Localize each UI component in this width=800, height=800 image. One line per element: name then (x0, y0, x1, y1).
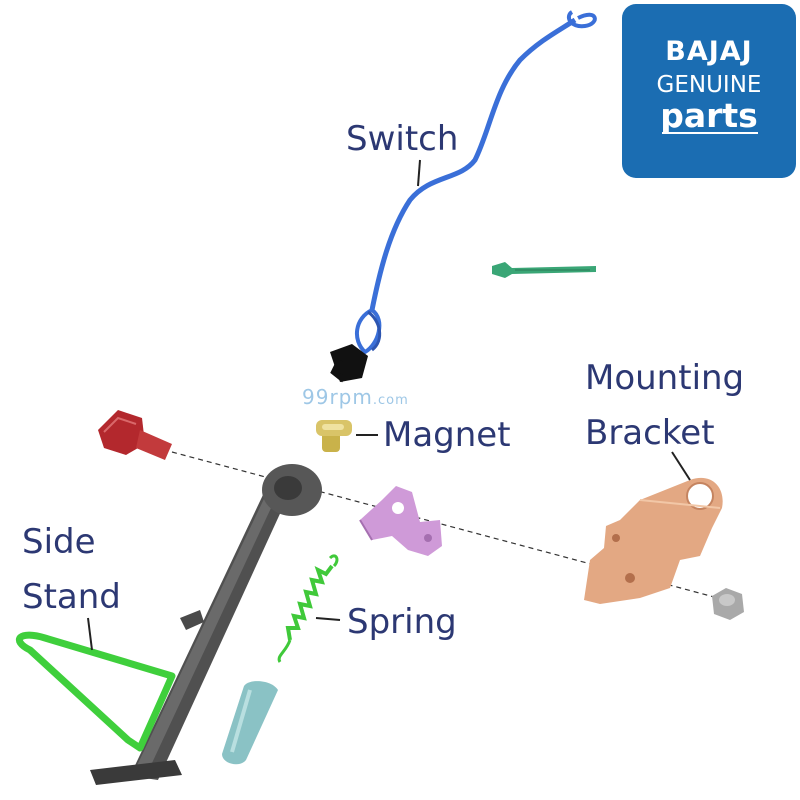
spring-part (277, 554, 339, 663)
green-pin-part (492, 262, 596, 278)
spring-leader-line (315, 617, 341, 621)
bracket-part (584, 451, 723, 604)
switch-part (330, 10, 597, 383)
pin-part (222, 681, 278, 765)
label-side: Side (22, 522, 96, 562)
brand-underline (662, 132, 758, 134)
switch-leader-line (417, 159, 421, 187)
clip-part (359, 486, 442, 556)
label-spring: Spring (347, 602, 457, 642)
watermark: 99rpm.com (302, 385, 409, 409)
label-stand: Stand (22, 577, 121, 617)
brand-name: BAJAJ (665, 36, 753, 67)
label-magnet: Magnet (383, 415, 511, 455)
side-stand-part (15, 464, 322, 785)
bolt-part (98, 410, 172, 460)
brand-parts: parts (660, 96, 758, 135)
side-stand-leader-line (87, 617, 93, 651)
nut-part (712, 588, 744, 620)
brand-badge: BAJAJ GENUINE parts (622, 4, 796, 178)
label-switch: Switch (346, 119, 459, 159)
brand-genuine: GENUINE (656, 72, 762, 98)
label-bracket: Bracket (585, 413, 715, 453)
watermark-main: 99rpm (302, 385, 373, 409)
watermark-suffix: .com (372, 393, 409, 408)
label-mounting: Mounting (585, 358, 745, 398)
magnet-part (316, 420, 352, 452)
